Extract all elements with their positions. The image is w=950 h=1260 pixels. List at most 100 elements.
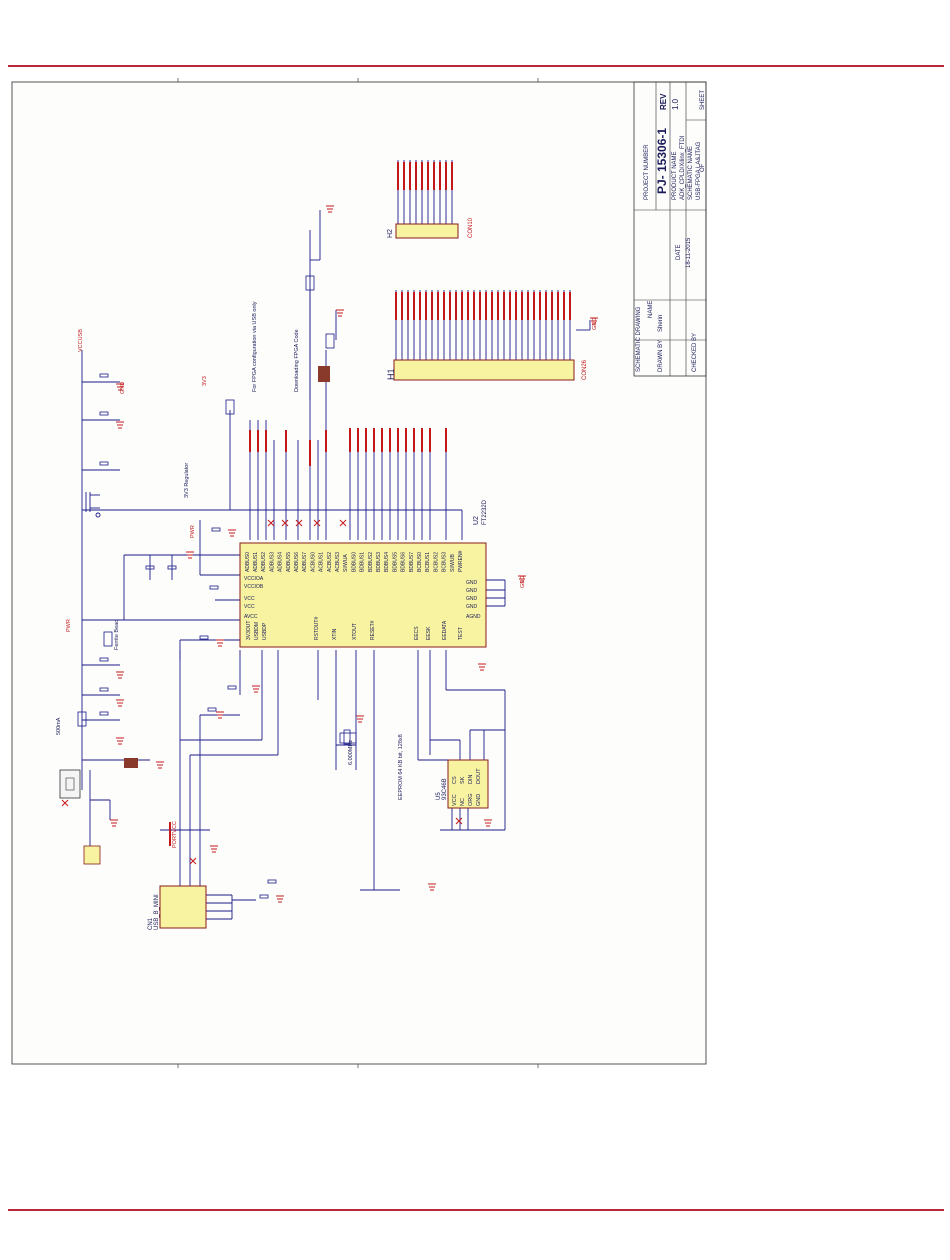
pin-label: EEDATA: [442, 620, 448, 640]
note-eeprom: EEPROM 64 KB bit, 128x8: [398, 734, 404, 800]
net-label-marks: [169, 162, 571, 846]
ic-u5-ref: U5: [436, 792, 442, 800]
header-h1: H1 CON26: [386, 359, 588, 381]
net-gnd-1: GND: [120, 382, 126, 394]
pin-label: ACBUS0: [310, 552, 316, 572]
pin-label: BDBUS1: [360, 552, 366, 572]
h2-body: [395, 223, 459, 239]
header-h2: H2 CON10: [387, 217, 474, 239]
tb-checked-by-label: CHECKED BY: [692, 333, 698, 372]
tb-project-number: PJ- 15306-1: [655, 128, 669, 194]
tb-name-label: NAME: [648, 301, 654, 318]
pin-label: ADBUS7: [302, 552, 308, 572]
h2-part: CON10: [468, 217, 474, 238]
frame-ticks: [177, 78, 539, 1068]
h1-body: [393, 359, 575, 381]
pin-label: ADBUS5: [286, 552, 292, 572]
annotations: For FPGA configuration via USB only Down…: [56, 301, 404, 800]
pin-label: SI/WUA: [343, 554, 349, 572]
h2-ref: H2: [387, 229, 394, 238]
pin-label: VCC: [244, 604, 255, 610]
pin-label: DOUT: [476, 768, 482, 784]
pin-label: GND: [466, 580, 478, 586]
pin-label: AGND: [466, 614, 481, 620]
tb-sheet-of: OF: [700, 163, 706, 172]
note-crystal: 6.000MHz: [348, 740, 354, 765]
pin-label: ADBUS1: [253, 552, 259, 572]
pin-label: NC: [460, 798, 466, 806]
ic-u5-body: [447, 759, 489, 809]
no-connect-marks: [61, 519, 463, 865]
tb-rev: 1.0: [671, 98, 680, 110]
top-rule: [8, 65, 944, 67]
pin-label: BCBUS0: [417, 552, 423, 572]
net-usb-vcc: PORTVCC: [172, 821, 178, 848]
note-usb-limit: 500mA: [56, 717, 62, 735]
led-d1: [124, 758, 138, 768]
pin-label: SK: [460, 776, 466, 784]
pin-label: EESK: [426, 626, 432, 640]
net-pwr-2: PWR: [190, 525, 196, 538]
cn1-body: [159, 885, 207, 929]
pin-label: VCC: [452, 794, 458, 806]
sw1-body: [59, 769, 81, 799]
tb-project-number-label: PROJECT NUMBER: [644, 144, 650, 200]
pin-label: USBDM: [254, 622, 260, 640]
pin-label: BDBUS3: [376, 552, 382, 572]
bottom-rule: [8, 1209, 944, 1211]
gnd-symbols: [110, 205, 598, 903]
net-gnd-2: GND: [520, 576, 526, 588]
tb-schematic-name-label: SCHEMATIC NAME: [688, 146, 694, 200]
ic-u5-part: 93C46B: [442, 778, 448, 800]
h1-part: CON26: [582, 359, 588, 380]
tb-schematic-name: USB-FPGA LA&JTAG: [696, 141, 702, 200]
pin-label: GND: [476, 794, 482, 806]
note-power: 3V3 Regulator: [184, 463, 190, 498]
pin-label: GND: [466, 604, 478, 610]
pin-label: RESET#: [370, 620, 376, 640]
pin-label: CS: [452, 776, 458, 784]
ic-u2-part: FT2232D: [482, 499, 488, 525]
mosfet-q1: [85, 492, 101, 518]
pin-label: TEST: [458, 627, 464, 640]
cn1-part: USB_B_MINI: [154, 894, 160, 930]
pin-label: BCBUS3: [442, 552, 448, 572]
pin-label: ADBUS4: [278, 552, 284, 572]
ic-u2-right-pins: PWREN#SI/WUBBCBUS3BCBUS2BCBUS1BCBUS0BDBU…: [245, 550, 464, 572]
cn1-ref: CN1: [148, 917, 154, 930]
pin-label: GND: [466, 588, 478, 594]
ic-u2-bottom-pins: GND GND GND GND AGND: [466, 580, 481, 620]
net-vcc: VCCUSB: [78, 329, 84, 352]
pin-label: EECS: [414, 626, 420, 640]
pin-label: ACBUS3: [335, 552, 341, 572]
pin-label: XTOUT: [352, 623, 358, 640]
title-block: SCHEMATIC DRAWING DRAWN BY CHECKED BY NA…: [633, 81, 707, 377]
tb-product-name-label: PRODUCT NAME: [672, 151, 678, 200]
pin-label: ADBUS2: [261, 552, 267, 572]
tb-sheet-label: SHEET: [700, 90, 706, 110]
note-fpga-config: For FPGA configuration via USB only: [252, 301, 258, 392]
tb-drawn-by-label: DRAWN BY: [658, 340, 664, 372]
ic-u2-ref: U2: [473, 516, 480, 525]
pin-label: ORG: [468, 793, 474, 806]
tb-date-label: DATE: [676, 244, 682, 260]
pin-label: BDBUS2: [368, 552, 374, 572]
tb-date: 18-11-2015: [686, 237, 692, 268]
pin-label: USBDP: [262, 622, 268, 640]
pin-label: BDBUS5: [392, 552, 398, 572]
pin-label: XTIN: [332, 628, 338, 640]
net-vcc33: 3V3: [202, 376, 208, 386]
tb-product-name: ADK_CPLD/Xilinx_FTDI: [680, 135, 686, 200]
pin-label: BDBUS6: [401, 552, 407, 572]
pin-label: BDBUS4: [384, 552, 390, 572]
net-names: VCCUSB PWR PWR PORTVCC 3V3 GND GND GND: [66, 318, 598, 848]
pin-label: GND: [466, 596, 478, 602]
pin-label: ACBUS1: [319, 552, 325, 572]
pin-label: VCCIOB: [244, 584, 264, 590]
pin-label: PWREN#: [458, 550, 464, 572]
